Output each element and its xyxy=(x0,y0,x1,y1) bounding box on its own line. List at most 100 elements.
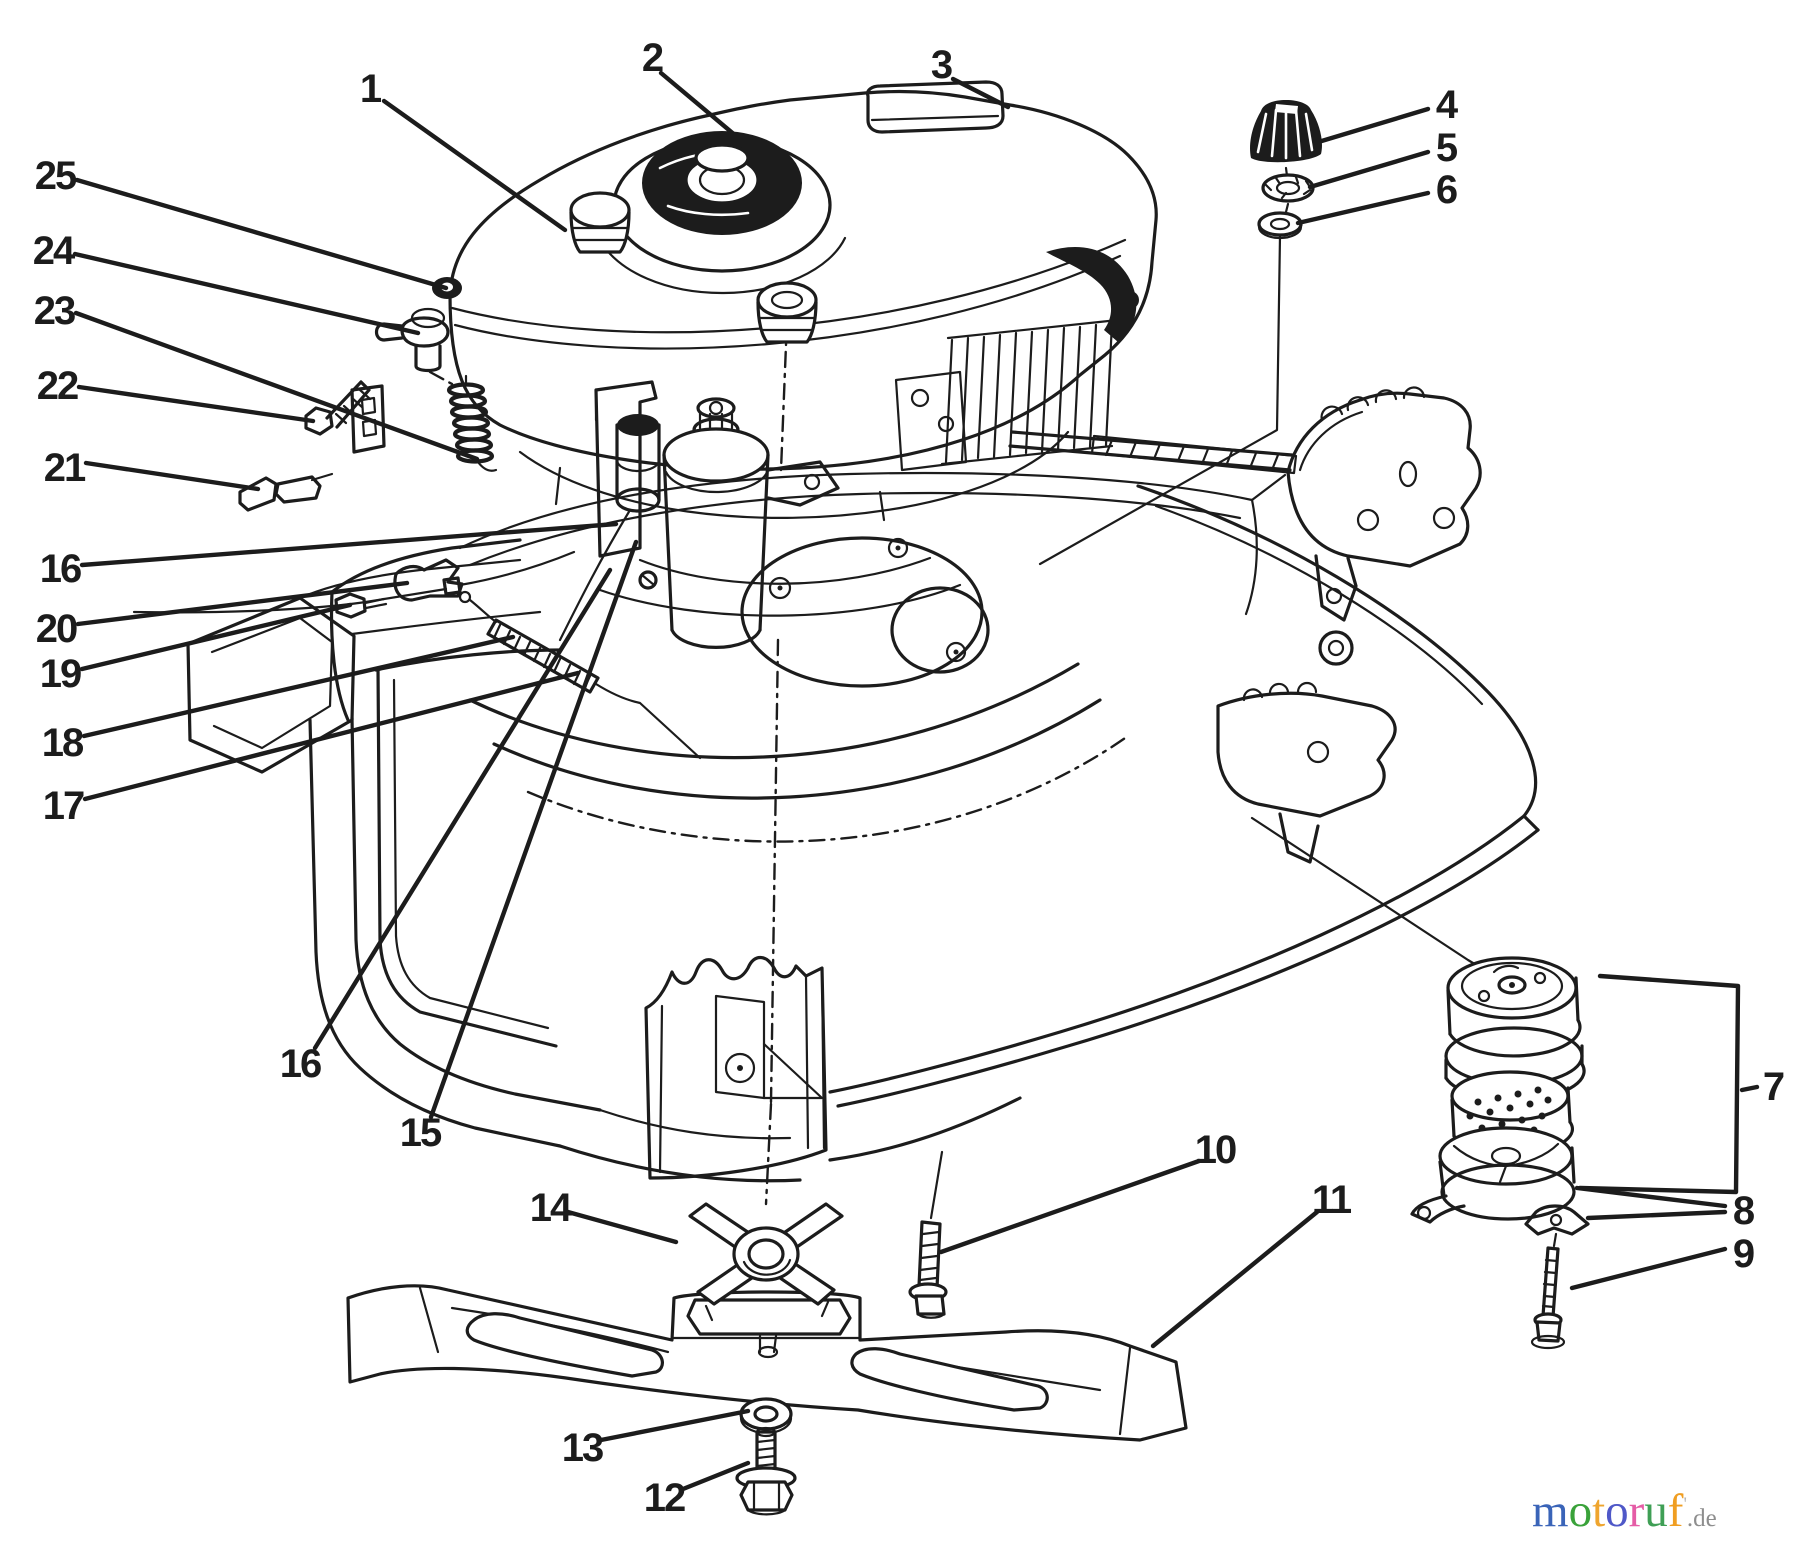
watermark-mark: ' xyxy=(1683,1494,1687,1515)
engine-block xyxy=(894,246,1139,472)
callout-leader-1 xyxy=(381,98,568,233)
watermark-letter: o xyxy=(1568,1485,1593,1537)
filter-perforations xyxy=(1466,1086,1552,1142)
callout-leader-21 xyxy=(83,460,261,492)
callout-leader-3 xyxy=(950,76,1011,110)
watermark-letter: m xyxy=(1532,1485,1569,1537)
filter-bolt xyxy=(1530,1246,1566,1350)
callout-leader-25 xyxy=(74,177,449,291)
cable-clamp xyxy=(393,558,464,602)
callout-label-14: 14 xyxy=(530,1186,573,1230)
callout-label-10: 10 xyxy=(1195,1128,1236,1172)
callout-label-5: 5 xyxy=(1436,126,1458,170)
callout-label-16: 16 xyxy=(280,1042,321,1086)
front-bracket xyxy=(644,955,828,1180)
callout-label-20: 20 xyxy=(36,607,77,651)
starter-motor xyxy=(558,397,840,649)
callout-label-21: 21 xyxy=(44,446,86,490)
blade-washer xyxy=(739,1397,793,1435)
callout-leader-19 xyxy=(79,602,353,672)
filter-cover xyxy=(1446,956,1582,1058)
engine-mount-opening xyxy=(740,536,990,688)
mount-line-air-filter xyxy=(1250,816,1500,980)
brake-spring xyxy=(458,590,702,760)
oil-cap xyxy=(569,191,631,254)
callout-label-2: 2 xyxy=(642,36,663,80)
callout-leader-2 xyxy=(658,70,751,149)
callout-leader-23 xyxy=(73,310,480,462)
callout-leader-15 xyxy=(428,539,639,1120)
blade-assembly xyxy=(346,1202,1188,1516)
callout-label-16: 16 xyxy=(40,547,81,591)
tank-handle xyxy=(866,80,1005,134)
callout-label-6: 6 xyxy=(1436,168,1457,212)
callout-leader-4 xyxy=(1312,106,1431,146)
callout-label-17: 17 xyxy=(43,784,84,828)
starter-assembly xyxy=(458,380,840,760)
filter-base-cup xyxy=(1438,1126,1576,1221)
callout-leader-7 xyxy=(1739,1084,1760,1093)
callout-label-25: 25 xyxy=(35,154,77,198)
callout-label-1: 1 xyxy=(360,67,382,111)
callout-leader-16 xyxy=(312,567,613,1051)
callout-label-13: 13 xyxy=(562,1426,603,1470)
callout-label-9: 9 xyxy=(1733,1232,1754,1276)
callout-leader-8 xyxy=(1574,1185,1728,1209)
watermark-logo: motoruf'.de xyxy=(1532,1488,1717,1535)
crankshaft-cap xyxy=(756,281,818,344)
callout-leader-14 xyxy=(565,1209,679,1245)
flat-washer xyxy=(1257,211,1303,240)
callout-label-3: 3 xyxy=(931,43,952,87)
callout-label-24: 24 xyxy=(33,229,76,273)
small-parts xyxy=(132,277,576,619)
watermark-letter: o xyxy=(1605,1485,1629,1537)
solenoid xyxy=(615,414,661,513)
air-filter-assembly xyxy=(1410,956,1590,1350)
callout-leader-5 xyxy=(1307,149,1431,190)
callout-label-23: 23 xyxy=(34,289,75,333)
callout-leader-12 xyxy=(680,1460,751,1492)
watermark-letter: t xyxy=(1592,1485,1606,1537)
callout-label-19: 19 xyxy=(40,652,81,696)
deck-bolt xyxy=(908,1150,948,1319)
callout-leader-7 xyxy=(1577,973,1741,1195)
filter-arm xyxy=(1410,1194,1466,1224)
blade-bolt xyxy=(735,1426,797,1516)
knob xyxy=(1250,100,1322,163)
blade xyxy=(346,1284,1188,1442)
callout-label-4: 4 xyxy=(1436,83,1459,127)
callout-label-18: 18 xyxy=(42,721,84,765)
callout-leader-8 xyxy=(1585,1209,1728,1221)
callout-leader-6 xyxy=(1295,190,1431,226)
callout-leader-24 xyxy=(72,251,421,336)
callout-leader-22 xyxy=(76,384,316,424)
engine xyxy=(448,80,1158,522)
callout-label-8: 8 xyxy=(1733,1189,1755,1233)
height-adjuster-bracket-rear xyxy=(1250,386,1482,666)
watermark-letter: f xyxy=(1667,1485,1684,1537)
callout-label-7: 7 xyxy=(1763,1065,1784,1109)
watermark-letter: u xyxy=(1644,1485,1668,1537)
callout-leader-20 xyxy=(75,580,410,627)
callout-leader-18 xyxy=(81,634,516,739)
blade-adapter xyxy=(686,1202,852,1359)
filter-element xyxy=(1450,1070,1574,1156)
lock-washer xyxy=(1261,173,1315,203)
callout-leader-17 xyxy=(82,670,581,802)
callout-leader-11 xyxy=(1150,1209,1320,1349)
valve-spring xyxy=(446,374,498,472)
filter-clamp xyxy=(1524,1204,1590,1248)
callout-label-15: 15 xyxy=(400,1111,442,1155)
watermark-suffix: .de xyxy=(1686,1505,1717,1532)
callout-label-22: 22 xyxy=(37,364,78,408)
callout-leader-9 xyxy=(1569,1246,1728,1291)
callout-leader-16 xyxy=(79,521,619,568)
callout-label-11: 11 xyxy=(1312,1178,1352,1222)
primer-valve xyxy=(374,307,454,386)
mower-deck xyxy=(186,386,1540,1183)
recoil-starter xyxy=(598,131,847,295)
callout-leader-13 xyxy=(598,1408,751,1443)
callout-label-12: 12 xyxy=(644,1476,685,1520)
